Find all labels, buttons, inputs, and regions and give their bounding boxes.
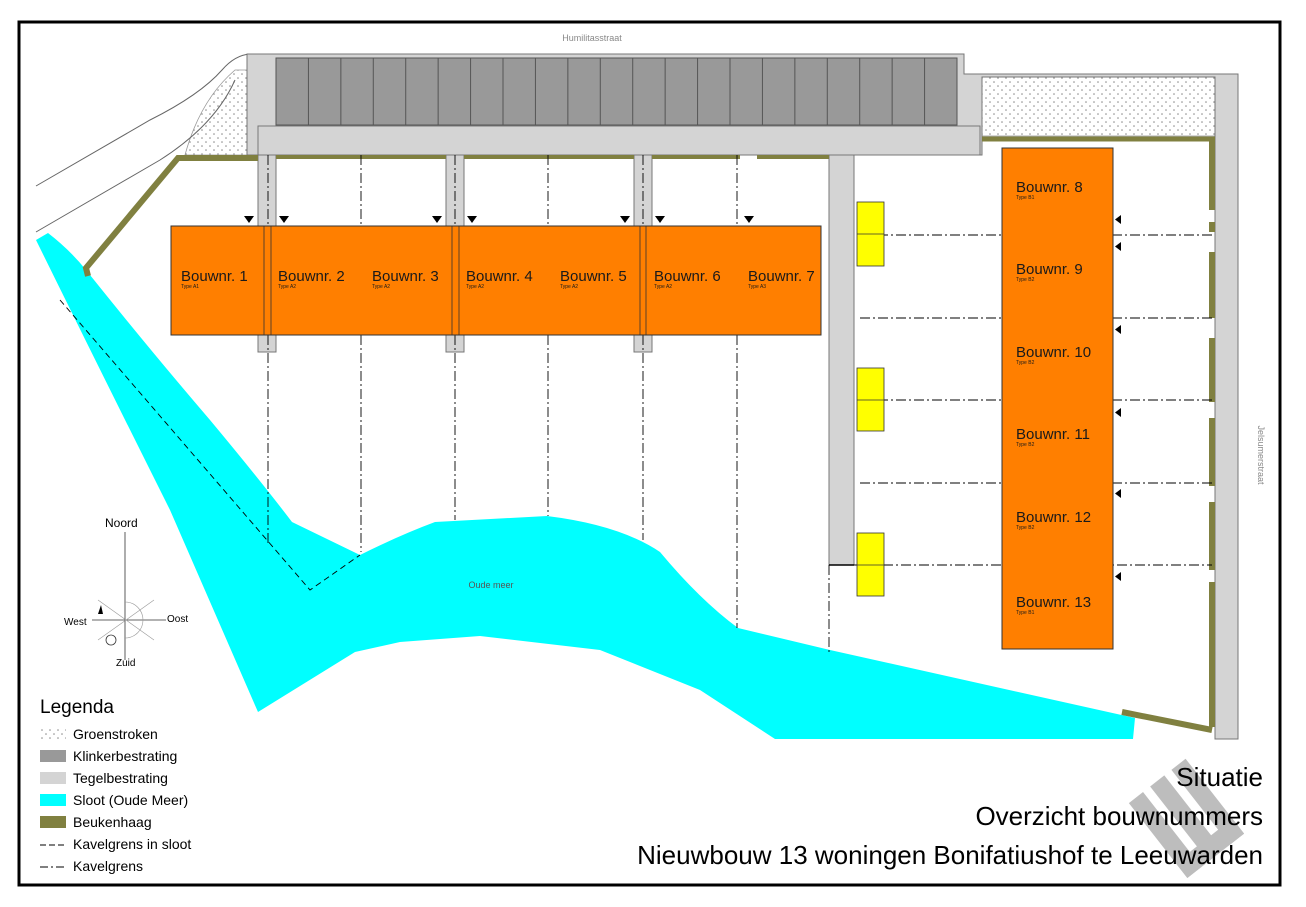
- house-type-label: Type A2: [278, 284, 296, 290]
- title-block: Situatie Overzicht bouwnummers Nieuwbouw…: [637, 762, 1263, 870]
- street-label-jelsumerstraat: Jelsumerstraat: [1256, 425, 1266, 485]
- entrance-marker-down: [244, 216, 254, 223]
- entrance-marker-down: [467, 216, 477, 223]
- legend-title: Legenda: [40, 697, 114, 718]
- entrance-marker-down: [620, 216, 630, 223]
- storage-shed-dividers: [857, 233, 884, 566]
- entrance-marker-left: [1115, 242, 1121, 251]
- street-label-humilitasstraat: Humilitasstraat: [562, 33, 622, 43]
- house-type-label: Type B2: [1016, 442, 1035, 448]
- entrance-marker-left: [1115, 489, 1121, 498]
- compass-north: Noord: [105, 516, 138, 530]
- legend-swatch-hedge: [40, 816, 66, 828]
- legend-label: Kavelgrens in sloot: [73, 836, 191, 852]
- house-type-label: Type B2: [1016, 360, 1035, 366]
- house-label: Bouwnr. 13: [1016, 594, 1091, 611]
- compass-east: Oost: [167, 614, 188, 625]
- parking-divider-lines: [307, 58, 926, 125]
- house-label: Bouwnr. 9: [1016, 261, 1083, 278]
- house-type-label: Type A1: [181, 284, 199, 290]
- hedge-left: [82, 155, 258, 277]
- house-block-b: [1001, 147, 1114, 650]
- hedge-bottom-right: [1121, 709, 1213, 733]
- legend-swatch-tile: [40, 772, 66, 784]
- compass-needle-icon: [98, 605, 103, 614]
- entrance-marker-left: [1115, 325, 1121, 334]
- house-label: Bouwnr. 11: [1016, 426, 1090, 443]
- road-curve-inner: [35, 79, 236, 233]
- legend-swatch-dotted: [40, 728, 66, 740]
- entrance-markers: [244, 215, 1121, 581]
- house-label: Bouwnr. 3: [372, 268, 439, 285]
- water-oude-meer: [36, 233, 1135, 739]
- legend-label: Kavelgrens: [73, 858, 143, 874]
- plot-boundaries: [59, 155, 1212, 655]
- sun-icon: [105, 634, 117, 646]
- house-label: Bouwnr. 1: [181, 268, 248, 285]
- house-type-label: Type B1: [1016, 195, 1035, 201]
- entrance-marker-down: [655, 216, 665, 223]
- title-line-3: Nieuwbouw 13 woningen Bonifatiushof te L…: [637, 840, 1263, 870]
- clinker-parking: [275, 57, 958, 126]
- road-curve-outer: [35, 53, 251, 187]
- house-label: Bouwnr. 4: [466, 268, 533, 285]
- house-label: Bouwnr. 7: [748, 268, 815, 285]
- storage-shed: [856, 532, 885, 597]
- green-strip-top-right: [979, 73, 1217, 137]
- house-labels: Bouwnr. 1 Type A1 Bouwnr. 2 Type A2 Bouw…: [181, 179, 1091, 616]
- storage-shed: [856, 367, 885, 432]
- house-type-label: Type A3: [748, 284, 766, 290]
- house-label: Bouwnr. 6: [654, 268, 721, 285]
- house-label: Bouwnr. 2: [278, 268, 345, 285]
- house-label: Bouwnr. 5: [560, 268, 627, 285]
- entrance-marker-left: [1115, 215, 1121, 224]
- house-label: Bouwnr. 8: [1016, 179, 1083, 196]
- house-block-a: [170, 225, 822, 336]
- compass-south: Zuid: [116, 658, 135, 669]
- water-label: Oude meer: [468, 580, 513, 590]
- house-type-label: Type A2: [560, 284, 578, 290]
- legend-swatch-clinker: [40, 750, 66, 762]
- legend-label: Klinkerbestrating: [73, 748, 177, 764]
- house-type-label: Type A2: [466, 284, 484, 290]
- house-type-label: Type B2: [1016, 525, 1035, 531]
- legend-label: Beukenhaag: [73, 814, 152, 830]
- house-label: Bouwnr. 12: [1016, 509, 1091, 526]
- compass-west: West: [64, 617, 87, 628]
- house-type-label: Type B2: [1016, 277, 1035, 283]
- entrance-marker-left: [1115, 408, 1121, 417]
- legend-label: Sloot (Oude Meer): [73, 792, 188, 808]
- title-line-2: Overzicht bouwnummers: [975, 801, 1263, 831]
- entrance-marker-down: [744, 216, 754, 223]
- compass-rose: Noord West Oost Zuid: [64, 516, 188, 669]
- company-logo: [1128, 758, 1245, 878]
- entrance-marker-down: [279, 216, 289, 223]
- legend-swatch-water: [40, 794, 66, 806]
- legend-label: Groenstroken: [73, 726, 158, 742]
- tile-strip-top: [257, 125, 981, 156]
- house-type-label: Type A2: [654, 284, 672, 290]
- legend: Legenda Groenstroken Klinkerbestrating T…: [40, 697, 191, 874]
- house-block-a-dividers: [263, 226, 647, 335]
- title-line-1: Situatie: [1176, 762, 1263, 792]
- house-type-label: Type B1: [1016, 610, 1035, 616]
- entrance-marker-left: [1115, 572, 1121, 581]
- house-type-label: Type A2: [372, 284, 390, 290]
- legend-label: Tegelbestrating: [73, 770, 168, 786]
- house-label: Bouwnr. 10: [1016, 344, 1091, 361]
- entrance-marker-down: [432, 216, 442, 223]
